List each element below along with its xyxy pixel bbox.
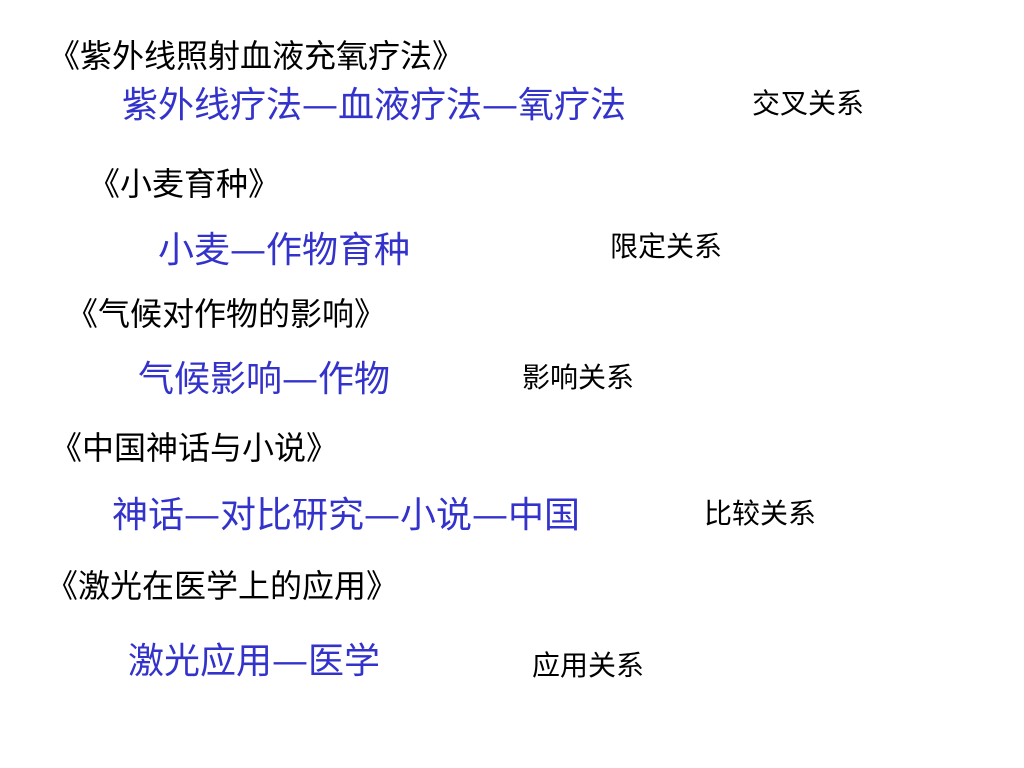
relation-label: 限定关系 bbox=[610, 230, 723, 263]
example-title: 《中国神话与小说》 bbox=[50, 429, 339, 467]
example-title: 《激光在医学上的应用》 bbox=[46, 567, 399, 605]
example-analysis: 气候影响—作物 bbox=[138, 359, 391, 400]
relation-label: 影响关系 bbox=[522, 361, 635, 394]
example-analysis: 激光应用—医学 bbox=[128, 641, 381, 682]
example-title: 《气候对作物的影响》 bbox=[66, 295, 387, 333]
relation-label: 应用关系 bbox=[532, 649, 645, 682]
example-analysis: 小麦—作物育种 bbox=[158, 230, 411, 271]
example-analysis: 紫外线疗法—血液疗法—氧疗法 bbox=[122, 85, 627, 126]
relation-label: 交叉关系 bbox=[752, 87, 865, 120]
example-title: 《小麦育种》 bbox=[88, 165, 281, 203]
example-analysis: 神话—对比研究—小说—中国 bbox=[112, 495, 581, 536]
example-title: 《紫外线照射血液充氧疗法》 bbox=[48, 37, 465, 75]
relation-label: 比较关系 bbox=[704, 497, 817, 530]
